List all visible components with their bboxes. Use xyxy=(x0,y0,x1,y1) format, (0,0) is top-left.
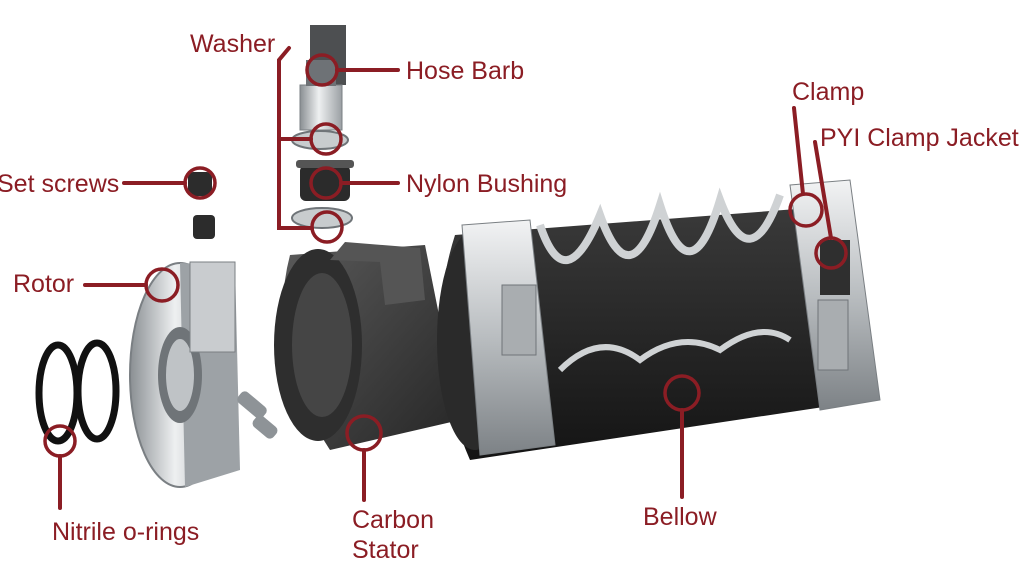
ring-clamp xyxy=(788,192,824,228)
rotor-part xyxy=(129,261,278,488)
label-carbon-stator-line1: Carbon xyxy=(352,506,434,534)
nitrile-orings-part xyxy=(35,339,120,445)
nylon-bushing-part xyxy=(296,160,354,201)
label-rotor: Rotor xyxy=(13,270,74,298)
hose-barb-part xyxy=(299,25,346,131)
label-nitrile-orings: Nitrile o-rings xyxy=(52,518,199,546)
set-screws-part xyxy=(188,172,215,239)
leader-lines xyxy=(58,46,833,510)
washer-parts xyxy=(291,130,353,229)
right-clamp-part xyxy=(789,179,881,411)
label-pyi-clamp-jacket: PYI Clamp Jacket xyxy=(820,124,1019,152)
label-carbon-stator-line2: Stator xyxy=(352,536,419,564)
label-clamp: Clamp xyxy=(792,78,864,106)
carbon-stator-part xyxy=(274,242,460,450)
label-bellow: Bellow xyxy=(643,503,718,531)
callout-labels: Washer Hose Barb Set screws Nylon Bushin… xyxy=(0,30,1019,564)
label-hose-barb: Hose Barb xyxy=(406,57,524,85)
label-washer: Washer xyxy=(190,30,275,58)
label-nylon-bushing: Nylon Bushing xyxy=(406,170,567,198)
left-clamp-part xyxy=(461,219,556,456)
label-set-screws: Set screws xyxy=(0,170,119,198)
